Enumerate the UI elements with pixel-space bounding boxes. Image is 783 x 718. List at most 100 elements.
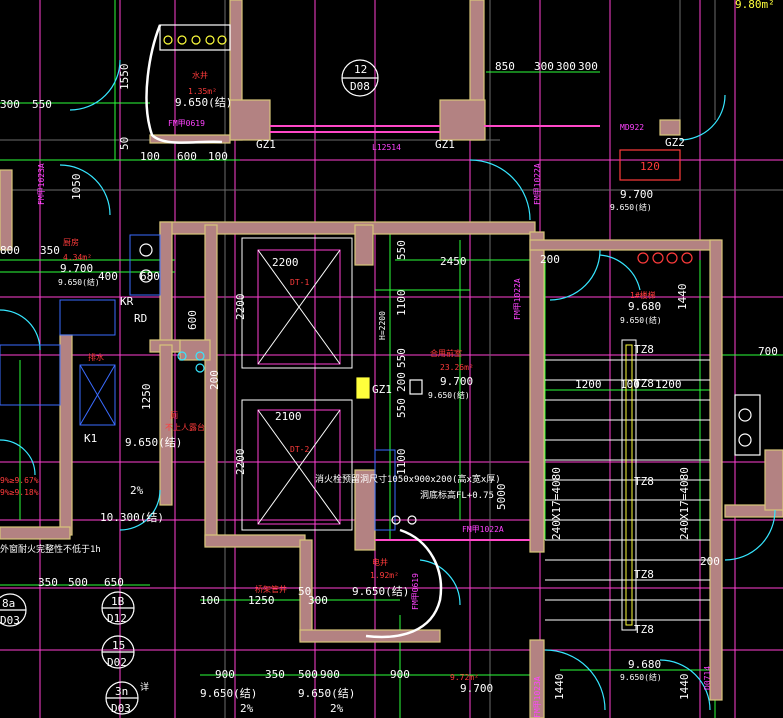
stair-treads <box>545 339 710 631</box>
label-dim-1100b: 1100 <box>395 449 408 476</box>
label-dim-850: 850 <box>495 60 515 73</box>
beam-lines <box>270 125 600 541</box>
label-dt1: DT-1 <box>290 278 309 287</box>
label-bottom-area: 9.72m² <box>450 673 479 682</box>
label-dim-900d: 900 <box>390 668 410 681</box>
label-dim-100c: 100 <box>200 594 220 607</box>
ref-circles <box>0 59 379 715</box>
label-lobby-elev: 9.700 <box>440 375 473 388</box>
label-gz1-mid: GZ1 <box>372 383 392 396</box>
label-dim-200-r: 200 <box>700 555 720 568</box>
label-dim-200a: 200 <box>395 372 408 392</box>
label-stair-elev: 9.680 <box>628 300 661 313</box>
label-dim-800a: 800 <box>0 244 20 257</box>
label-pct-2b: 2% <box>240 702 254 715</box>
label-qiaojian: 桥架管井 <box>255 584 287 594</box>
label-dim-50b: 50 <box>298 585 311 598</box>
fixtures <box>139 24 761 525</box>
label-h2200: H=2200 <box>378 311 387 340</box>
label-rd: RD <box>134 312 147 325</box>
label-gz1-a: GZ1 <box>256 138 276 151</box>
label-dim-1250: 1250 <box>248 594 275 607</box>
label-shuijing-area: 1.35m² <box>188 87 217 96</box>
label-room12-ref: D08 <box>350 80 370 93</box>
label-dim-500b: 500 <box>298 668 318 681</box>
label-top-right-elev: 9.80m² <box>735 0 775 11</box>
label-dim-650: 650 <box>104 576 124 589</box>
label-dim-600: 600 <box>177 150 197 163</box>
label-fmz-d: FM甲1023A <box>533 676 542 718</box>
label-xiang: 详 <box>140 681 149 693</box>
label-dim-550-left: 550 <box>32 98 52 111</box>
label-lobby-elev2: 9.650(结) <box>428 390 470 400</box>
label-kitchen-elev: 9.700 <box>60 262 93 275</box>
label-dim-100a: 100 <box>140 150 160 163</box>
label-dim-1440c: 1440 <box>678 674 691 701</box>
label-room-a-elev: 10.300(结) <box>100 511 164 524</box>
label-stair-run-r: 240X17=4080 <box>678 467 691 540</box>
label-k1: K1 <box>84 432 97 445</box>
label-elev-9680b: 9.680 <box>628 658 661 671</box>
label-pct-lt2: 9%≥9.18% <box>0 488 39 497</box>
label-dim-1440b: 1440 <box>553 674 566 701</box>
label-dim-680: 680 <box>140 270 160 283</box>
detail-lines <box>0 234 396 531</box>
label-fmz0619-mid: FM甲0619 <box>411 573 420 610</box>
label-gz1-b: GZ1 <box>435 138 455 151</box>
label-d0714: D0714 <box>703 666 712 690</box>
label-dim-350: 350 <box>40 244 60 257</box>
label-fmz1023-left: FM甲1023A <box>37 163 46 205</box>
label-room-ref-d02: D02 <box>107 656 127 669</box>
label-dim-2450: 2450 <box>440 255 467 268</box>
label-dim-1050-left: 1050 <box>70 174 83 201</box>
label-dim-300b: 300 <box>556 60 576 73</box>
label-elev-9700-top: 9.700 <box>620 188 653 201</box>
label-dim-350c: 350 <box>265 668 285 681</box>
label-stair-name: 1#楼梯 <box>630 290 656 300</box>
label-dim-550b: 550 <box>395 348 408 368</box>
label-dim-500: 500 <box>68 576 88 589</box>
label-dim-1550: 1550 <box>118 64 131 91</box>
label-dim-300-left: 300 <box>0 98 20 111</box>
label-dim-300b2: 300 <box>308 594 328 607</box>
label-dim-50: 50 <box>118 137 131 150</box>
label-fmz-c: FM甲1022A <box>533 163 542 205</box>
label-dim-900b: 900 <box>215 668 235 681</box>
label-pct-2c: 2% <box>330 702 344 715</box>
label-stair-elev2: 9.650(结) <box>620 315 662 325</box>
label-dim-300c: 300 <box>578 60 598 73</box>
label-bottom-elev-a: 9.650(结) <box>200 687 257 700</box>
label-lobby-area: 23.26m² <box>440 363 474 372</box>
label-tz-d: TZ8 <box>634 568 654 581</box>
label-box-120: 120 <box>640 160 660 173</box>
label-note-hole: 消火栓预留洞尺寸1050x900x200(高x宽x厚) <box>315 473 501 485</box>
label-dt2: DT-2 <box>290 445 309 454</box>
label-plumbing: 排水 <box>88 352 104 362</box>
label-dim-200-stair: 200 <box>540 253 560 266</box>
label-dim-400: 400 <box>98 270 118 283</box>
label-dim-350b: 350 <box>38 576 58 589</box>
label-dim-5000: 5000 <box>495 484 508 511</box>
label-stair-run-l: 240X17=4080 <box>550 467 563 540</box>
label-fmz1022-b: FM甲1022A <box>513 278 522 320</box>
label-dim-100-st: 100 <box>620 378 640 391</box>
label-room-ref-d03b: D03 <box>111 702 131 715</box>
label-dim-2200b: 2200 <box>234 294 247 321</box>
label-pct-lt: 9%≥9.67% <box>0 476 39 485</box>
label-bottom-elev-c: 9.700 <box>460 682 493 695</box>
label-dim-1200b: 1200 <box>655 378 682 391</box>
label-dim-300a: 300 <box>534 60 554 73</box>
label-kitchen-elev2: 9.650(结) <box>58 277 100 287</box>
label-room-ref-8a: 8a <box>2 597 15 610</box>
label-dim-550c: 550 <box>395 398 408 418</box>
label-note-hole2: 洞底标高FL+0.75 <box>420 489 494 501</box>
label-shuijing-name: 水井 <box>192 70 208 80</box>
label-room-ref-1b: 1B <box>111 595 125 608</box>
label-tz-c: TZ8 <box>634 475 654 488</box>
label-room-ref-3n: 3n <box>115 685 128 698</box>
label-kitchen-area: 4.34m² <box>63 253 92 262</box>
label-elev-9650-top: 9.650(结) <box>610 202 652 212</box>
